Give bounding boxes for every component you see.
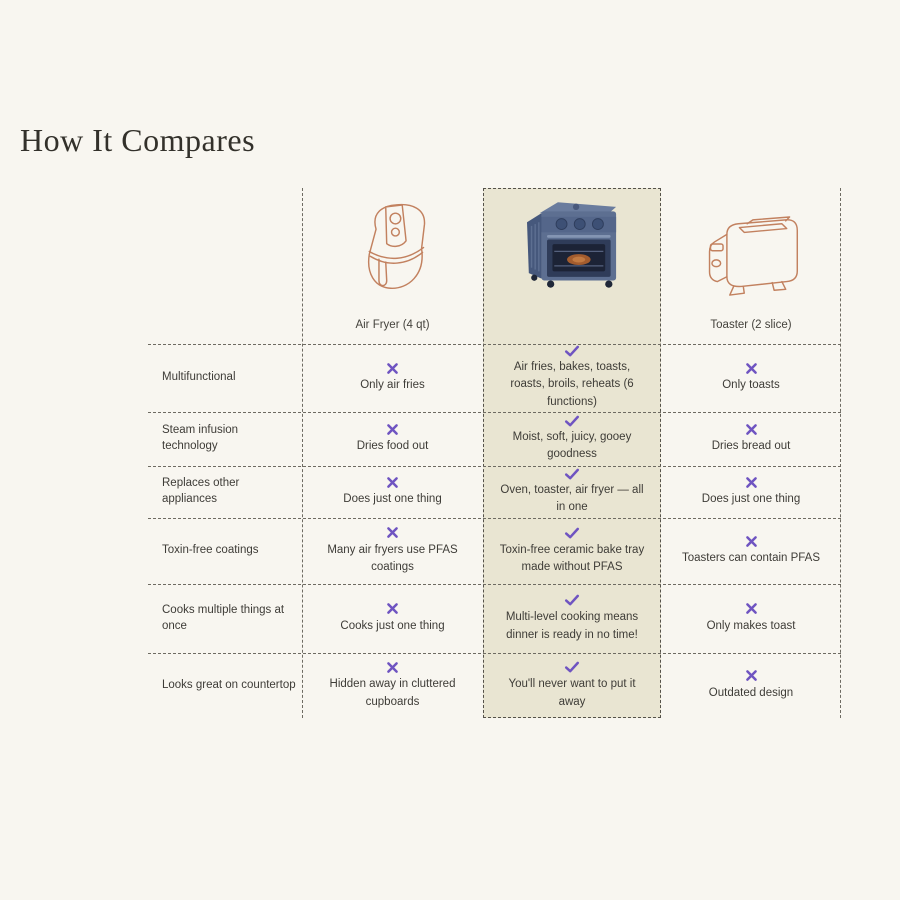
comparison-cell: Oven, toaster, air fryer — all in one (483, 466, 661, 518)
cell-text: Moist, soft, juicy, gooey goodness (512, 430, 632, 460)
x-icon (745, 361, 758, 375)
comparison-cell: Dries bread out (661, 412, 841, 466)
check-icon (564, 660, 580, 674)
comparison-cell: Many air fryers use PFAS coatings (302, 518, 483, 584)
comparison-cell: Does just one thing (302, 466, 483, 518)
x-icon (386, 361, 399, 375)
toaster-oven-image (516, 195, 628, 300)
product-header-toaster: Toaster (2 slice) (661, 188, 841, 344)
feature-label: Replaces other appliances (162, 477, 240, 505)
product-name: Toaster (2 slice) (710, 319, 792, 331)
check-icon (564, 415, 580, 427)
cell-text: You'll never want to put it away (508, 678, 636, 708)
cell-text: Does just one thing (701, 493, 801, 506)
x-icon (745, 669, 758, 683)
feature-label: Multifunctional (162, 371, 236, 384)
x-icon (745, 602, 758, 616)
feature-label: Toxin-free coatings (162, 544, 259, 557)
feature-label: Cooks multiple things at once (162, 603, 285, 632)
x-icon (386, 422, 399, 436)
cell-text: Dries bread out (711, 440, 791, 453)
x-icon (745, 422, 758, 436)
page-title: How It Compares (20, 122, 256, 158)
comparison-cell: Does just one thing (661, 466, 841, 518)
cell-text: Many air fryers use PFAS coatings (327, 543, 458, 573)
table-divider-vertical-left (302, 188, 303, 718)
comparison-cell: Dries food out (302, 412, 483, 466)
product-header-toaster-oven (483, 188, 661, 344)
table-divider-horizontal (148, 653, 841, 654)
x-icon (386, 475, 399, 489)
check-icon (564, 345, 580, 357)
comparison-cell: Outdated design (661, 653, 841, 718)
x-icon (386, 526, 399, 540)
comparison-cell: Multi-level cooking means dinner is read… (483, 584, 661, 653)
x-icon (745, 475, 758, 489)
table-divider-horizontal (148, 412, 841, 413)
feature-label: Looks great on countertop (162, 678, 296, 691)
table-divider-horizontal (148, 344, 841, 345)
cell-text: Hidden away in cluttered cupboards (329, 678, 456, 708)
table-divider-horizontal (148, 518, 841, 519)
check-icon (564, 526, 580, 540)
x-icon (386, 660, 399, 674)
cell-text: Toasters can contain PFAS (681, 552, 821, 565)
comparison-table: Air Fryer (4 qt) (148, 188, 841, 718)
comparison-cell: Cooks just one thing (302, 584, 483, 653)
feature-label: Steam infusion technology (162, 424, 239, 452)
header-spacer (148, 188, 302, 344)
cell-text: Only makes toast (706, 619, 796, 632)
comparison-cell: Toxin-free ceramic bake tray made withou… (483, 518, 661, 584)
comparison-cell: Only air fries (302, 344, 483, 412)
comparison-cell: Moist, soft, juicy, gooey goodness (483, 412, 661, 466)
comparison-cell: Only toasts (661, 344, 841, 412)
product-name: Air Fryer (4 qt) (355, 319, 430, 331)
table-divider-vertical-right (840, 188, 841, 718)
cell-text: Does just one thing (343, 493, 442, 506)
cell-text: Air fries, bakes, toasts, roasts, broils… (510, 361, 634, 408)
cell-text: Cooks just one thing (340, 619, 445, 632)
cell-text: Multi-level cooking means dinner is read… (505, 611, 639, 641)
comparison-cell: Toasters can contain PFAS (661, 518, 841, 584)
cell-text: Only toasts (722, 379, 780, 392)
cell-text: Only air fries (360, 379, 425, 392)
cell-text: Dries food out (356, 440, 429, 453)
comparison-cell: You'll never want to put it away (483, 653, 661, 718)
check-icon (564, 593, 580, 607)
air-fryer-line-icon (347, 198, 439, 307)
comparison-cell: Air fries, bakes, toasts, roasts, broils… (483, 344, 661, 412)
comparison-cell: Hidden away in cluttered cupboards (302, 653, 483, 718)
product-header-air-fryer: Air Fryer (4 qt) (302, 188, 483, 344)
x-icon (386, 602, 399, 616)
table-divider-horizontal (148, 466, 841, 467)
cell-text: Toxin-free ceramic bake tray made withou… (499, 543, 645, 573)
toaster-line-icon (697, 212, 805, 307)
cell-text: Outdated design (708, 686, 794, 699)
table-divider-horizontal (148, 584, 841, 585)
check-icon (564, 468, 580, 480)
comparison-cell: Only makes toast (661, 584, 841, 653)
x-icon (745, 534, 758, 548)
cell-text: Oven, toaster, air fryer — all in one (500, 483, 644, 513)
